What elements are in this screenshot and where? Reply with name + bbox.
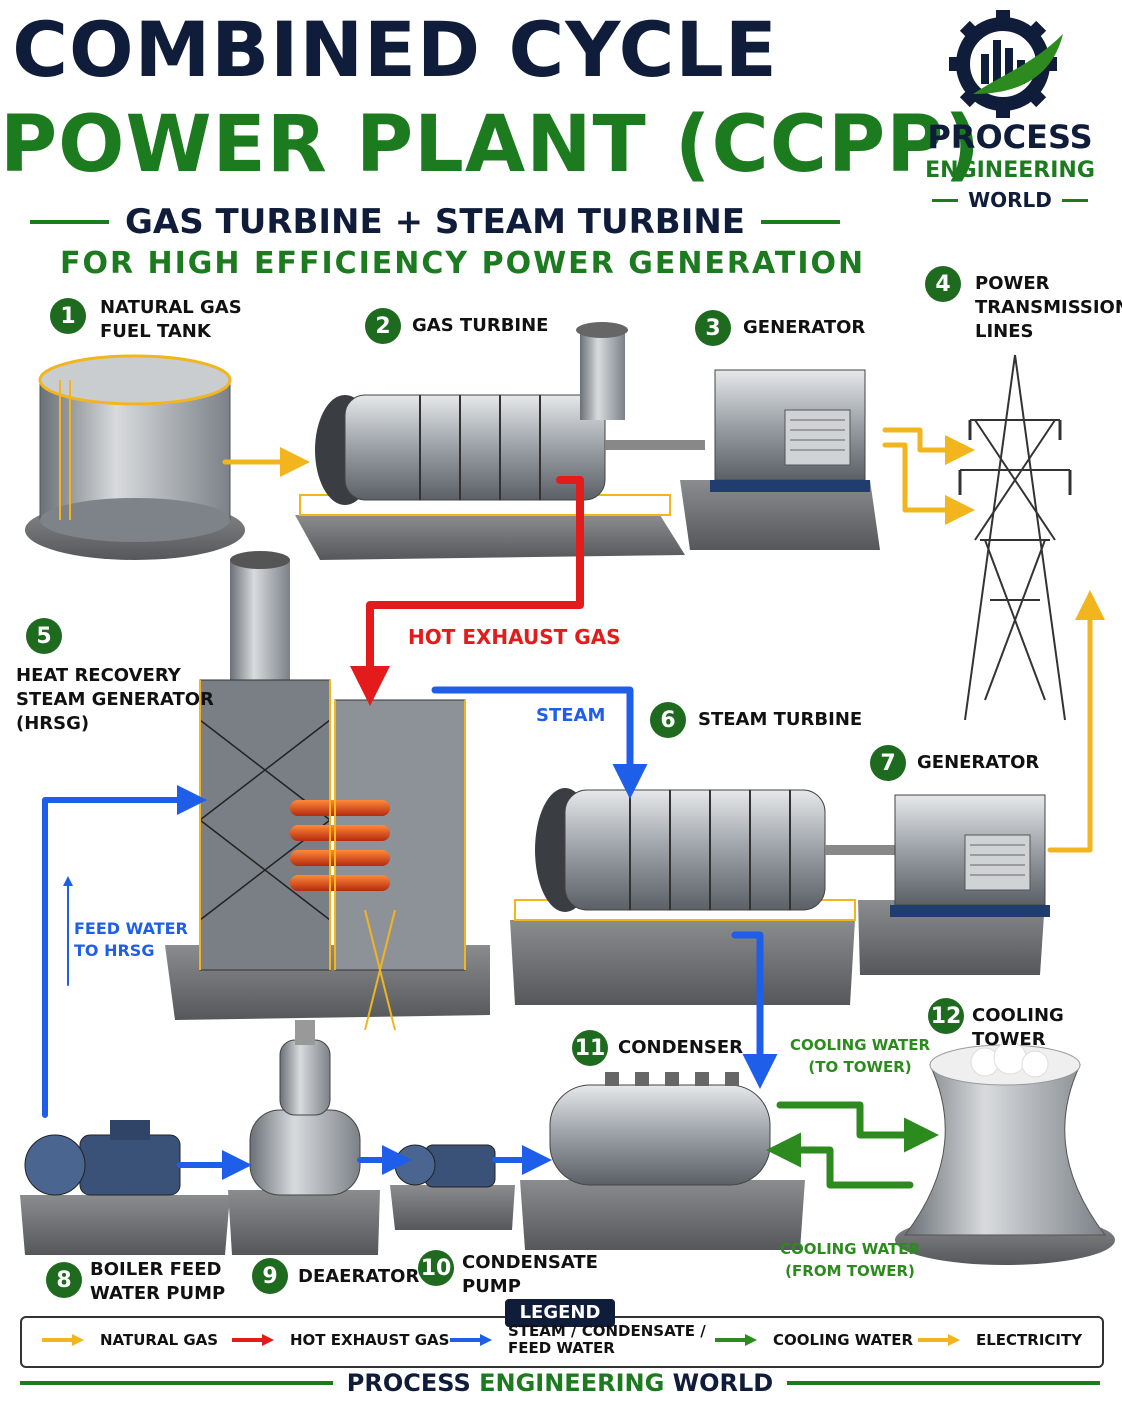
generator-1 xyxy=(680,369,880,550)
subtitle-2: FOR HIGH EFFICIENCY POWER GENERATION xyxy=(60,246,866,281)
electricity-arrow-1 xyxy=(882,427,975,465)
label-boiler-feed-water-pump: BOILER FEED WATER PUMP xyxy=(90,1259,226,1304)
badge-5: 5 xyxy=(26,618,62,654)
deaerator xyxy=(228,1020,380,1255)
label-power-transmission-lines: POWER TRANSMISSION LINES xyxy=(975,273,1122,342)
legend-arrow-natural-gas-icon xyxy=(42,1334,84,1346)
label-deaerator: DEAERATOR xyxy=(298,1266,420,1287)
badge-2: 2 xyxy=(365,308,401,344)
subtitle-right-rule xyxy=(761,220,840,224)
boiler-feed-pump xyxy=(20,1120,230,1255)
feed-water-pipe xyxy=(42,797,178,1118)
electricity-arrow-3 xyxy=(1047,590,1105,853)
label-steam: STEAM xyxy=(536,705,606,726)
label-condensate-pump: CONDENSATE PUMP xyxy=(462,1252,598,1297)
hrsg xyxy=(165,551,490,1031)
subtitle-left-rule xyxy=(30,220,109,224)
badge-3: 3 xyxy=(695,310,731,346)
hot-exhaust-arrow xyxy=(350,476,584,706)
footer: PROCESS ENGINEERING WORLD xyxy=(20,1368,1100,1398)
exhaust-steam-arrow xyxy=(731,931,778,1089)
legend-label-natural-gas: NATURAL GAS xyxy=(100,1331,219,1349)
condenser xyxy=(520,1072,805,1250)
gear-factory-logo-icon xyxy=(949,10,1063,118)
badge-1: 1 xyxy=(50,298,86,334)
badge-6: 6 xyxy=(650,702,686,738)
label-steam-turbine: STEAM TURBINE xyxy=(698,709,863,730)
legend-label-cooling-water: COOLING WATER xyxy=(773,1331,914,1349)
label-cooling-water-to-tower: COOLING WATER (TO TOWER) xyxy=(790,1036,931,1076)
badge-9: 9 xyxy=(252,1258,288,1294)
legend-arrow-steam-icon xyxy=(450,1334,492,1346)
logo-text-world-row: WORLD xyxy=(915,188,1105,212)
footer-left-rule xyxy=(20,1381,333,1385)
steam-arrow xyxy=(431,686,648,799)
logo-dash-right xyxy=(1061,198,1088,202)
subtitle: GAS TURBINE + STEAM TURBINE xyxy=(124,202,746,242)
steam-turbine xyxy=(510,788,895,1005)
footer-text: PROCESS ENGINEERING WORLD xyxy=(347,1369,773,1397)
label-hot-exhaust-gas: HOT EXHAUST GAS xyxy=(408,625,621,649)
label-cooling-tower: COOLING TOWER xyxy=(972,1005,1064,1050)
legend-label-hot-exhaust-gas: HOT EXHAUST GAS xyxy=(290,1331,450,1349)
legend-title: LEGEND xyxy=(505,1299,615,1327)
cooling-tower xyxy=(895,1041,1115,1265)
cooling-water-to-tower xyxy=(776,1101,939,1153)
plant-diagram xyxy=(20,322,1115,1265)
footer-world: WORLD xyxy=(672,1369,774,1397)
transmission-tower xyxy=(958,354,1072,721)
label-cooling-water-from-tower: COOLING WATER (FROM TOWER) xyxy=(780,1240,921,1280)
logo-text-world: WORLD xyxy=(968,188,1052,212)
subtitle-row: GAS TURBINE + STEAM TURBINE xyxy=(30,200,840,244)
fuel-tank xyxy=(25,354,245,560)
gas-turbine xyxy=(295,322,705,560)
legend-label-electricity: ELECTRICITY xyxy=(976,1331,1083,1349)
legend-item-electricity: ELECTRICITY xyxy=(918,1322,1082,1358)
legend-item-steam: STEAM / CONDENSATE / FEED WATER xyxy=(450,1322,706,1358)
logo-text-process: PROCESS xyxy=(927,118,1093,156)
electricity-arrow-2 xyxy=(882,442,975,525)
legend-arrow-cooling-water-icon xyxy=(715,1334,757,1346)
badge-12: 12 xyxy=(928,998,964,1034)
title-line-1: COMBINED CYCLE xyxy=(12,5,778,94)
legend-item-hot-exhaust-gas: HOT EXHAUST GAS xyxy=(232,1322,449,1358)
footer-process: PROCESS xyxy=(346,1369,471,1397)
badge-11: 11 xyxy=(572,1030,608,1066)
legend-item-cooling-water: COOLING WATER xyxy=(715,1322,913,1358)
cooling-water-from-tower xyxy=(766,1132,914,1189)
footer-engineering: ENGINEERING xyxy=(479,1369,665,1397)
logo-dash-left xyxy=(932,198,959,202)
generator-2 xyxy=(858,794,1050,975)
label-feed-water-to-hrsg: FEED WATER TO HRSG xyxy=(74,919,188,960)
label-generator-2: GENERATOR xyxy=(917,752,1040,773)
logo-text-engineering: ENGINEERING xyxy=(925,158,1095,183)
label-natural-gas-fuel-tank: NATURAL GAS FUEL TANK xyxy=(100,297,242,342)
badge-8: 8 xyxy=(46,1262,82,1298)
label-condenser: CONDENSER xyxy=(618,1037,743,1058)
badge-10: 10 xyxy=(418,1250,454,1286)
title-line-2: POWER PLANT (CCPP) xyxy=(0,100,982,190)
legend-label-steam: STEAM / CONDENSATE / FEED WATER xyxy=(508,1322,706,1357)
label-hrsg: HEAT RECOVERY STEAM GENERATOR (HRSG) xyxy=(16,665,214,734)
legend-arrow-electricity-icon xyxy=(918,1334,960,1346)
legend-arrow-hot-exhaust-icon xyxy=(232,1334,274,1346)
footer-right-rule xyxy=(787,1381,1100,1385)
badge-7: 7 xyxy=(870,745,906,781)
legend-item-natural-gas: NATURAL GAS xyxy=(42,1322,218,1358)
badge-4: 4 xyxy=(925,266,961,302)
label-gas-turbine: GAS TURBINE xyxy=(412,315,549,336)
label-generator-1: GENERATOR xyxy=(743,317,866,338)
